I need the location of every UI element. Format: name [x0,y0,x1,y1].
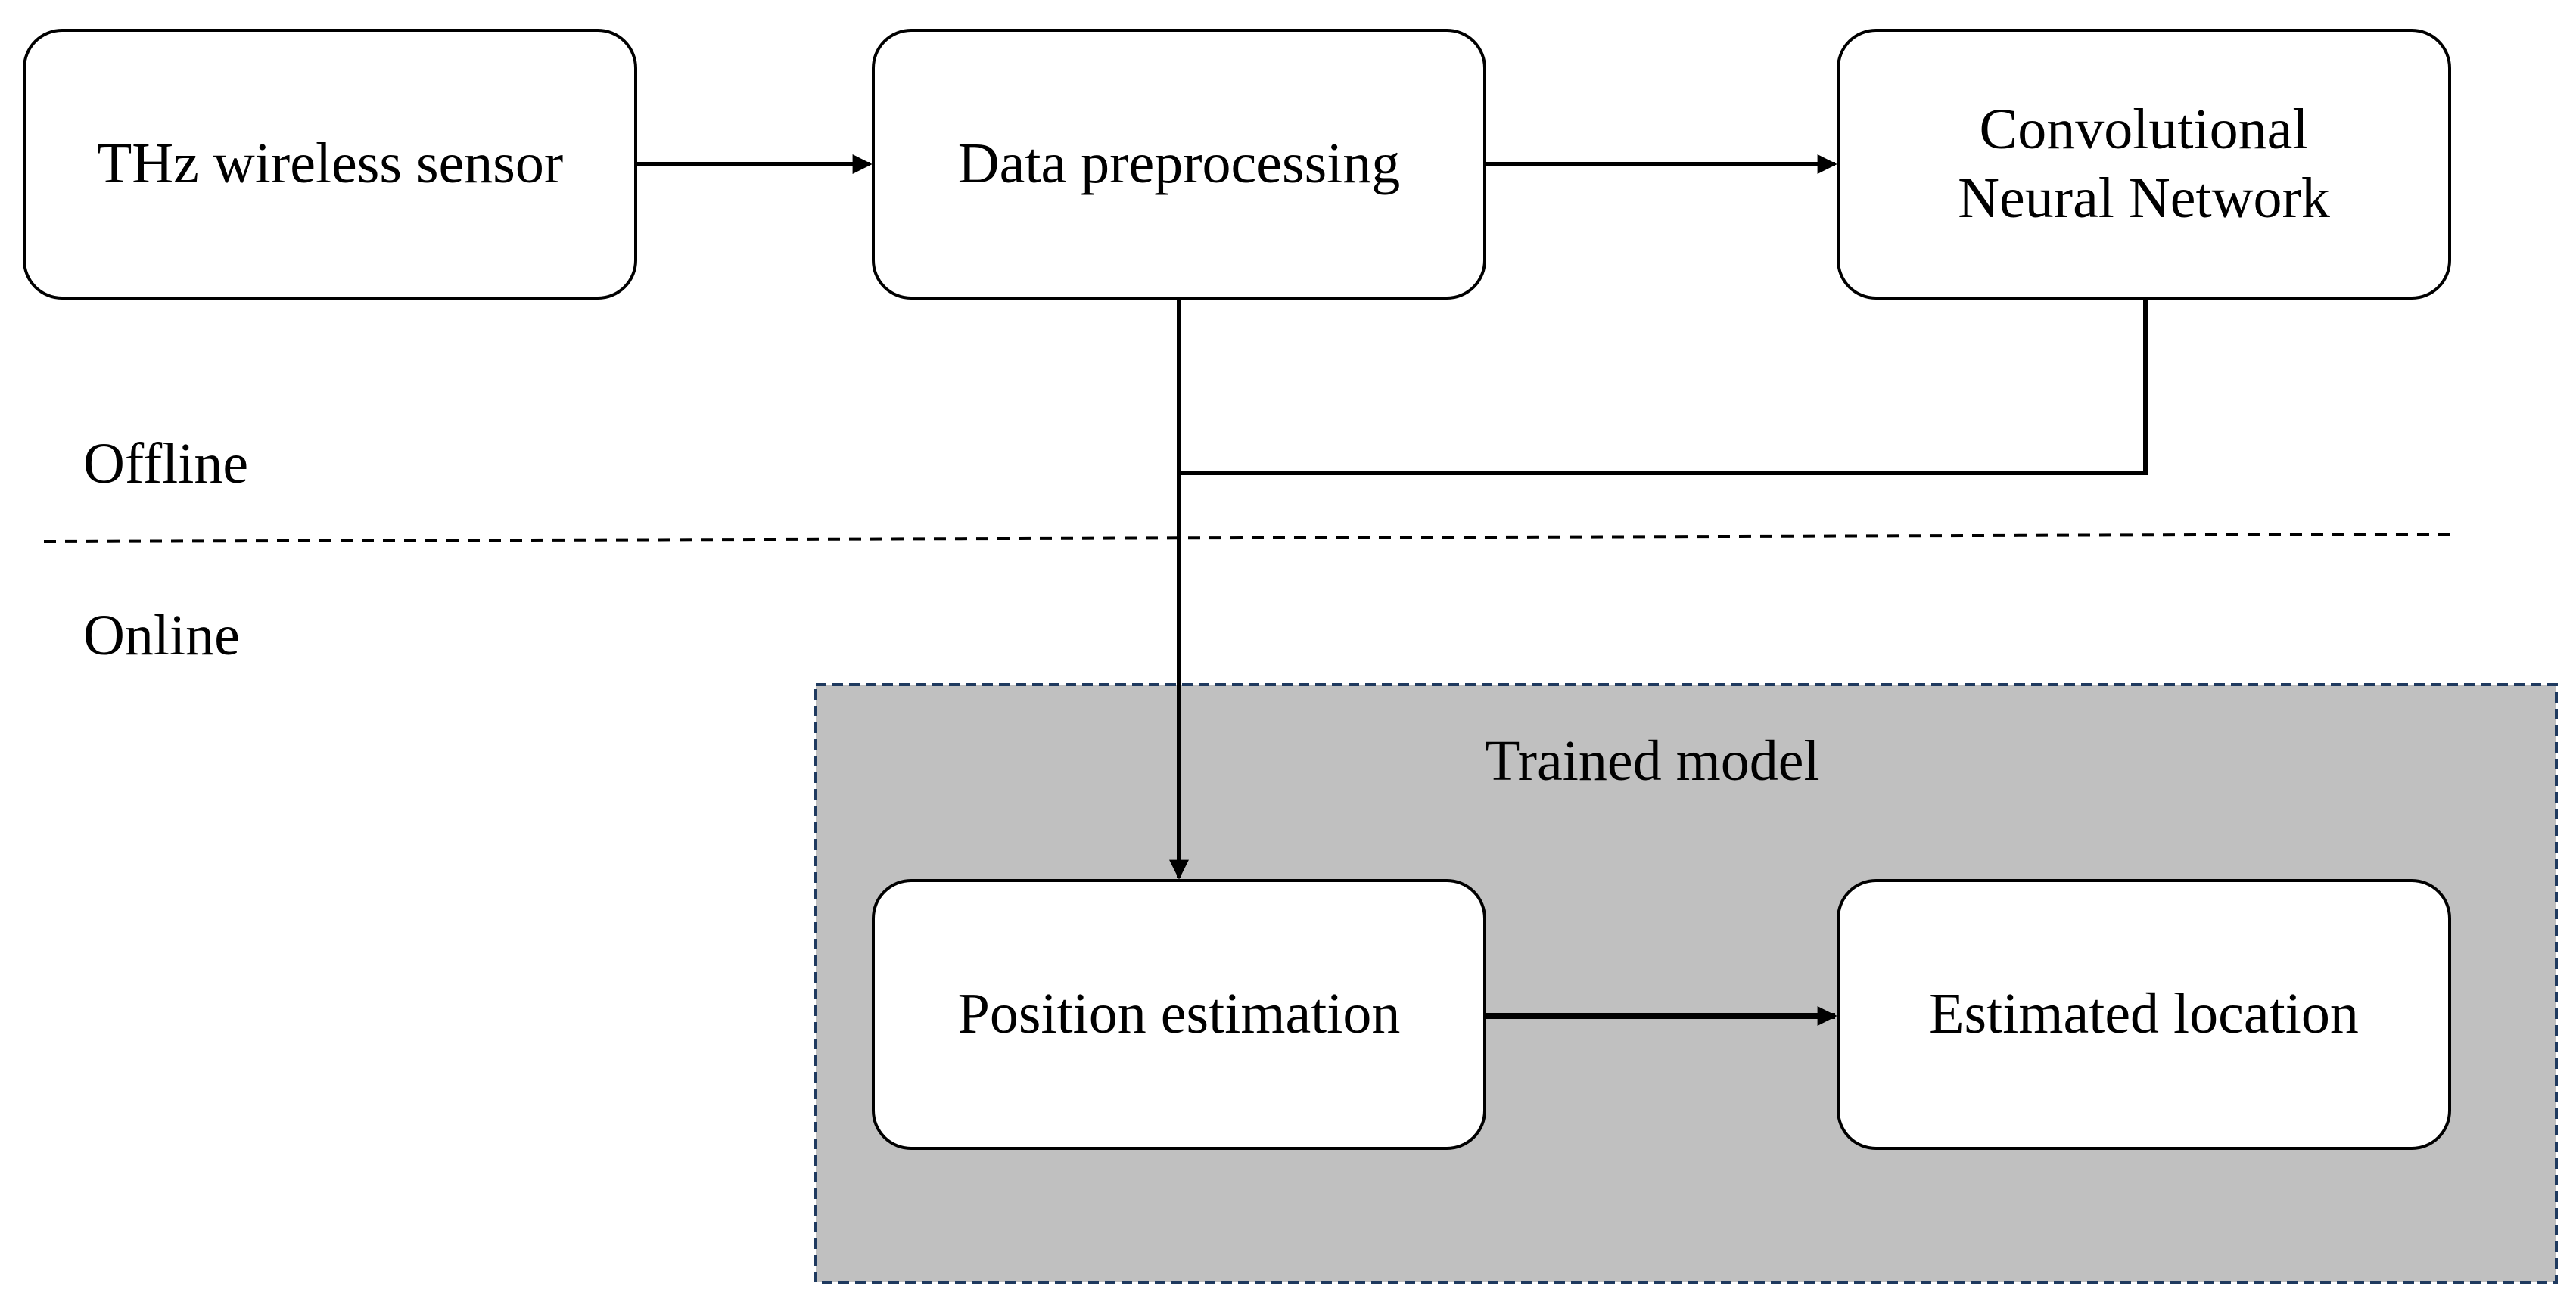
node-thz-wireless-sensor: THz wireless sensor [23,29,637,300]
connector-cnn-to-trunk [1179,300,2148,475]
node-position-estimation: Position estimation [872,879,1486,1150]
node-estimated-location-label: Estimated location [1929,982,2359,1046]
online-label: Online [83,604,240,667]
node-thz-wireless-sensor-label: THz wireless sensor [96,132,564,196]
node-data-preprocessing-label: Data preprocessing [957,132,1401,196]
node-convolutional-neural-network: Convolutional Neural Network [1837,29,2451,300]
node-position-estimation-label: Position estimation [957,982,1401,1046]
node-cnn-label-line1: Convolutional [1979,97,2309,161]
node-estimated-location: Estimated location [1837,879,2451,1150]
offline-online-divider [43,533,2453,543]
trained-model-label: Trained model [1485,729,1820,793]
node-cnn-label-line2: Neural Network [1958,166,2330,230]
offline-label: Offline [83,432,249,496]
node-data-preprocessing: Data preprocessing [872,29,1486,300]
